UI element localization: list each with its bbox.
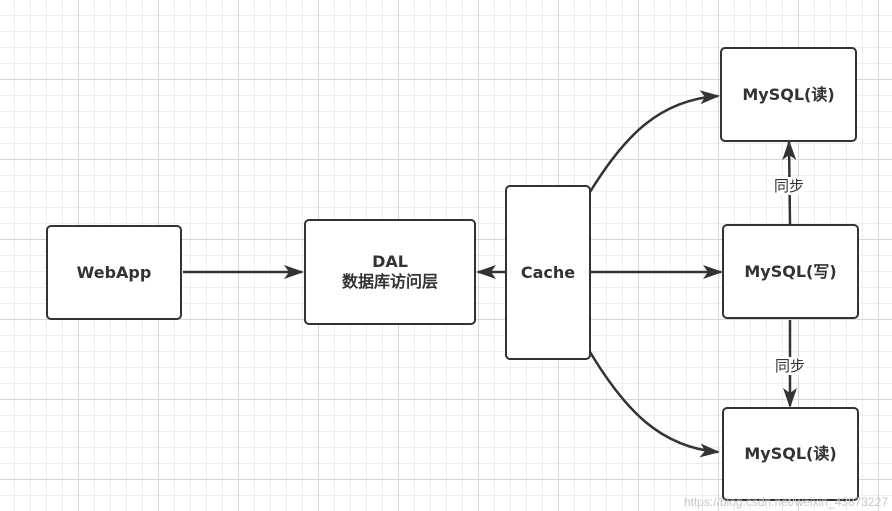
mysql-read-top-node[interactable]: MySQL(读) (720, 47, 857, 142)
dal-title: DAL (372, 252, 408, 271)
mysql-read-bottom-node[interactable]: MySQL(读) (722, 407, 859, 501)
arrow-cache-to-mysql-read-top (588, 90, 720, 193)
sync-up-label: 同步 (773, 177, 806, 195)
webapp-node[interactable]: WebApp (46, 225, 182, 320)
dal-node[interactable]: DAL 数据库访问层 (304, 219, 476, 325)
mysql-write-node[interactable]: MySQL(写) (722, 224, 859, 319)
cache-label: Cache (520, 262, 576, 282)
cache-node[interactable]: Cache (505, 185, 591, 360)
mysql-write-label: MySQL(写) (744, 261, 837, 281)
webapp-label: WebApp (76, 262, 152, 282)
sync-down-label: 同步 (774, 357, 807, 375)
mysql-read-bottom-label: MySQL(读) (744, 444, 837, 463)
mysql-read-top-label: MySQL(读) (742, 84, 835, 104)
arrow-cache-to-mysql-read-bottom (588, 351, 720, 458)
dal-subtitle: 数据库访问层 (341, 272, 438, 291)
watermark-text: https://blog.csdn.net/weixin_43873227 (683, 495, 888, 509)
